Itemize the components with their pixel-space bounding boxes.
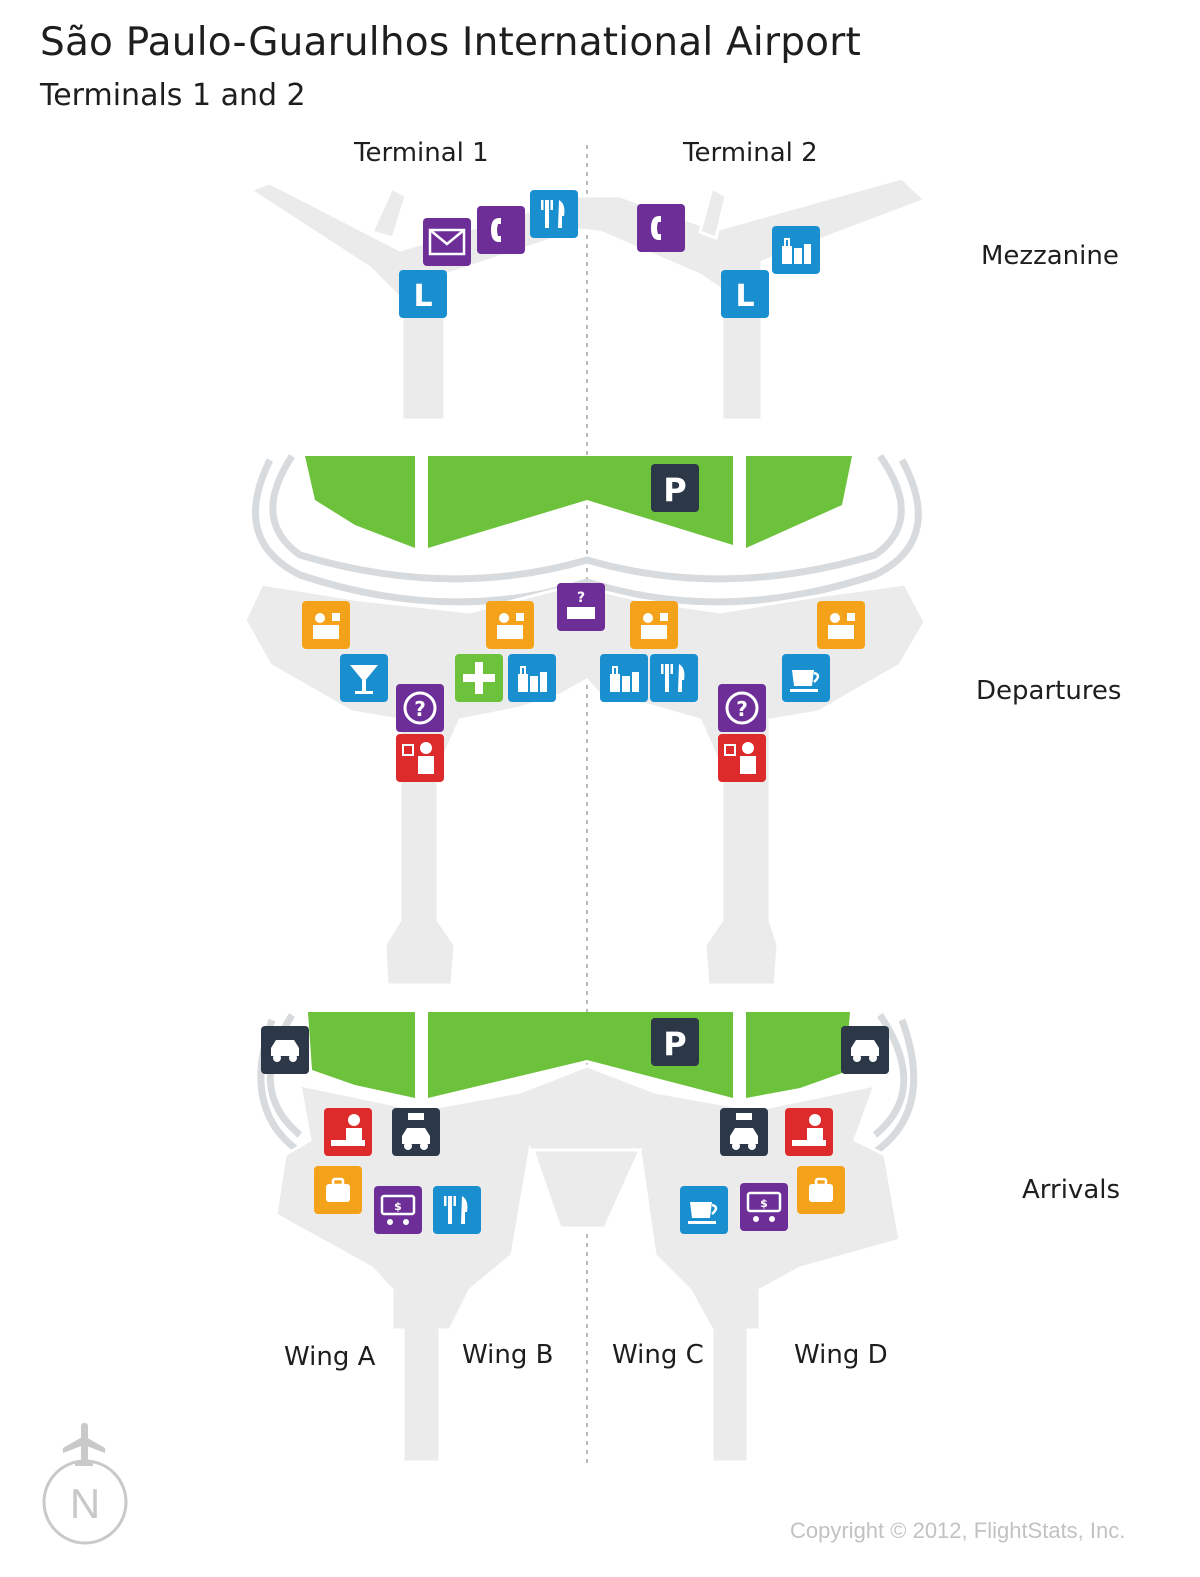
wing-b-label: Wing B	[462, 1340, 554, 1370]
wing-d-label: Wing D	[794, 1340, 888, 1370]
mail-icon	[423, 218, 471, 266]
svg-text:$: $	[760, 1197, 768, 1210]
shops-icon	[772, 226, 820, 274]
shops-icon	[600, 654, 648, 702]
level-label-departures: Departures	[976, 676, 1122, 706]
check-in-icon	[486, 601, 534, 649]
restaurant-icon	[650, 654, 698, 702]
restaurant-icon	[433, 1186, 481, 1234]
copyright-notice: Copyright © 2012, FlightStats, Inc.	[790, 1518, 1126, 1543]
map-subtitle: Terminals 1 and 2	[40, 78, 306, 113]
taxi-icon	[392, 1108, 440, 1156]
svg-text:P: P	[663, 1025, 686, 1063]
cafe-icon	[680, 1186, 728, 1234]
information-icon: ?	[396, 684, 444, 732]
arrivals-floor	[274, 1064, 902, 1464]
telephone-icon	[477, 206, 525, 254]
svg-text:L: L	[735, 279, 754, 314]
svg-text:$: $	[394, 1200, 402, 1213]
taxi-icon	[720, 1108, 768, 1156]
departures-ramps	[252, 453, 922, 606]
information-desk-icon: ?	[557, 583, 605, 631]
wing-c-label: Wing C	[612, 1340, 704, 1370]
wing-a-label: Wing A	[284, 1342, 376, 1372]
currency-exchange-icon: $	[740, 1183, 788, 1231]
baggage-claim-icon	[314, 1166, 362, 1214]
restaurant-icon	[530, 190, 578, 238]
level-label-arrivals: Arrivals	[1022, 1175, 1121, 1205]
svg-text:?: ?	[577, 590, 585, 606]
terminal-1-label: Terminal 1	[354, 138, 489, 168]
telephone-icon	[637, 204, 685, 252]
immigration-icon	[396, 734, 444, 782]
terminal-2-label: Terminal 2	[683, 138, 818, 168]
check-in-icon	[817, 601, 865, 649]
parking-icon: P	[651, 464, 699, 512]
north-compass: N	[42, 1423, 128, 1545]
svg-text:P: P	[663, 471, 686, 509]
compass-north-letter: N	[70, 1480, 100, 1527]
car-rental-icon	[261, 1026, 309, 1074]
arrivals-parking	[308, 1012, 850, 1098]
customs-icon	[785, 1108, 833, 1156]
currency-exchange-icon: $	[374, 1186, 422, 1234]
svg-text:L: L	[413, 279, 432, 314]
check-in-icon	[302, 601, 350, 649]
medical-icon	[455, 654, 503, 702]
immigration-icon	[718, 734, 766, 782]
compass-ring	[42, 1459, 128, 1545]
svg-text:?: ?	[736, 697, 748, 721]
cafe-icon	[782, 654, 830, 702]
departures-parking	[305, 456, 852, 548]
check-in-icon	[630, 601, 678, 649]
shops-icon	[508, 654, 556, 702]
level-label-mezzanine: Mezzanine	[981, 241, 1119, 271]
parking-icon: P	[651, 1018, 699, 1066]
luggage-storage-icon: L	[721, 270, 769, 318]
svg-text:?: ?	[414, 697, 426, 721]
baggage-claim-icon	[797, 1166, 845, 1214]
customs-icon	[324, 1108, 372, 1156]
information-icon: ?	[718, 684, 766, 732]
map-title: São Paulo-Guarulhos International Airpor…	[40, 20, 861, 65]
luggage-storage-icon: L	[399, 270, 447, 318]
mezzanine-floor	[246, 176, 928, 422]
car-rental-icon	[841, 1026, 889, 1074]
bar-icon	[340, 654, 388, 702]
